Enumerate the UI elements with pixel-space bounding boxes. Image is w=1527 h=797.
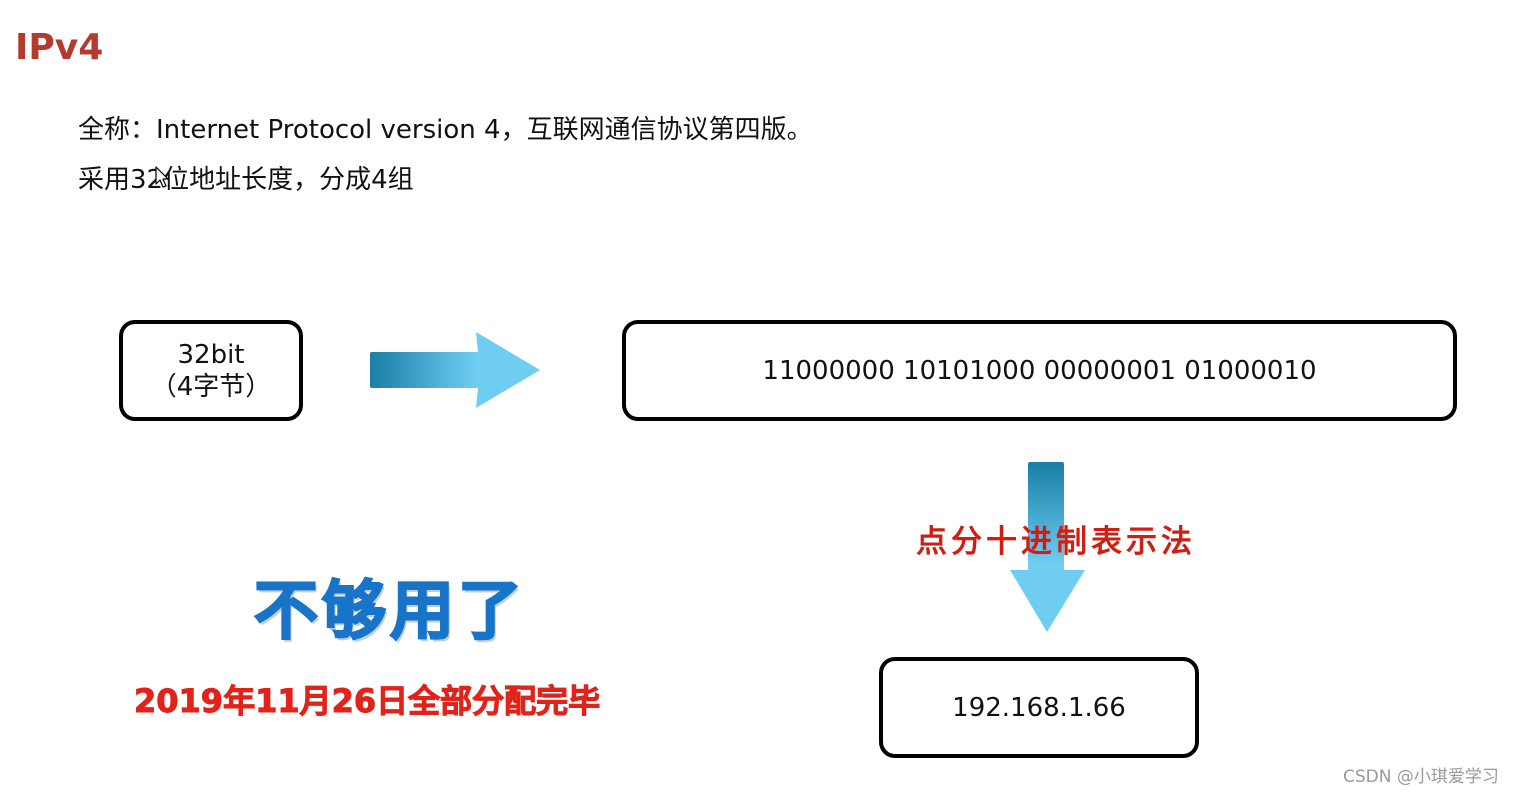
slide-title: IPv4 bbox=[15, 27, 104, 68]
arrow-right-icon bbox=[370, 332, 540, 408]
mouse-cursor-icon bbox=[155, 166, 169, 188]
binary-address: 11000000 10101000 00000001 01000010 bbox=[762, 355, 1317, 386]
bytes-box-label: （4字节） bbox=[150, 371, 272, 402]
decimal-address: 192.168.1.66 bbox=[952, 692, 1126, 723]
full-name-line: 全称：Internet Protocol version 4，互联网通信协议第四… bbox=[78, 115, 813, 145]
not-enough-headline: 不够用了 bbox=[253, 574, 526, 650]
arrow-down-icon bbox=[1010, 462, 1085, 632]
exhaustion-date-note: 2019年11月26日全部分配完毕 bbox=[133, 682, 601, 721]
bits-box: 32bit （4字节） bbox=[119, 320, 303, 421]
address-length-line: 采用32位地址长度，分成4组 bbox=[78, 165, 414, 195]
binary-address-box: 11000000 10101000 00000001 01000010 bbox=[622, 320, 1457, 421]
decimal-address-box: 192.168.1.66 bbox=[879, 657, 1199, 758]
watermark: CSDN @小琪爱学习 bbox=[1343, 767, 1499, 787]
conversion-label: 点分十进制表示法 bbox=[916, 524, 1196, 560]
bits-box-label: 32bit bbox=[177, 339, 245, 370]
